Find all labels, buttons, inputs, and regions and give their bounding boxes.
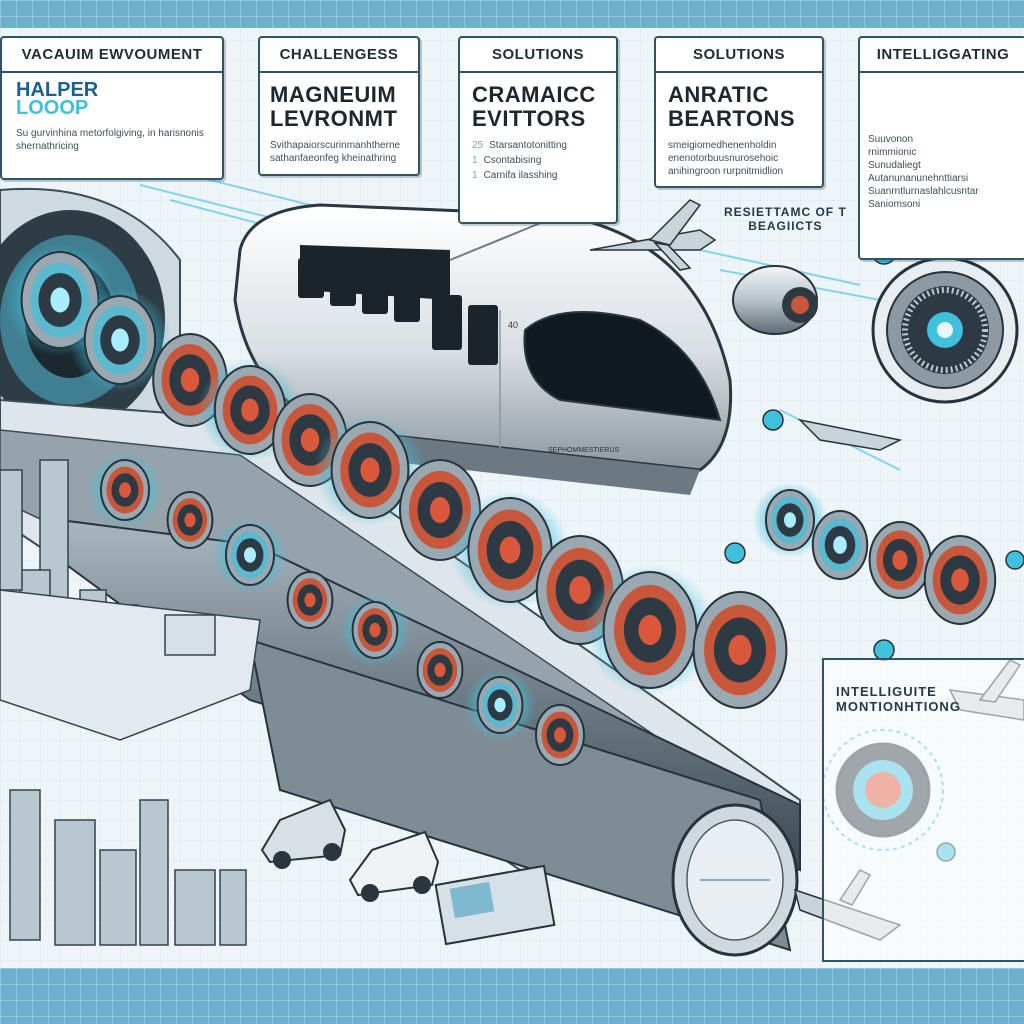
train-number: 40 [508, 320, 518, 330]
bullet-text: Csontabising [483, 155, 542, 166]
panel-heading: SOLUTIONS [460, 38, 616, 73]
panel-body-line: Suuvonon rnimmionic [868, 134, 917, 158]
bearing-ring [314, 414, 426, 526]
bullet-number: 1 [472, 170, 478, 181]
panel-solutions-bearings: SOLUTIONS ANRATIC BEARTONS smeigiomedhen… [654, 36, 824, 188]
bearing-ring [811, 510, 869, 580]
bearing-ring [464, 669, 536, 741]
panel-title-line1: MAGNEUIM [270, 82, 397, 107]
bullet-number: 1 [472, 155, 478, 166]
bearing-ring [68, 288, 172, 392]
bearing-ring [286, 571, 334, 629]
logo-text-line2: LOOOP [16, 97, 89, 119]
monitoring-panel: INTELLIGUITE MONTIONHTIONG [822, 658, 1024, 962]
panel-challenges: CHALLENGESS MAGNEUIM LEVRONMT Svithapaio… [258, 36, 420, 176]
train-plate: SEPHOMMESTIERUS [548, 447, 620, 454]
bearing-ring [923, 535, 997, 625]
ground-vehicles [260, 798, 556, 946]
bullet-text: Carnifa ilasshing [483, 170, 558, 181]
panel-title-line1: ANRATIC [668, 82, 769, 107]
monitoring-label: INTELLIGUITE MONTIONHTIONG [836, 684, 961, 714]
panel-title-line1: CRAMAICC [472, 82, 596, 107]
monitoring-label-line2: MONTIONHTIONG [836, 699, 961, 714]
jet-engine [732, 265, 818, 335]
resistance-label: RESIETTAMC OF T BEAGIICTS [724, 205, 847, 233]
bearing-ring [416, 641, 464, 699]
logo-text-line1: HALPER [16, 79, 99, 101]
panel-vacuum-environment: VACAUIM EWVOUMENT HALPER LOOOP Su gurvin… [0, 36, 224, 180]
right-large-bearing [871, 256, 1019, 404]
bullet-item: 1 Carnifa ilasshing [472, 169, 604, 182]
bearing-ring [692, 591, 788, 709]
bearing-ring [87, 452, 163, 528]
panel-title-line2: EVITTORS [472, 106, 586, 131]
vacuum-tube-section [248, 638, 799, 957]
bullet-text: Starsantotonitting [489, 140, 567, 151]
panel-body-line: Sunudaliegt [868, 160, 921, 171]
monitoring-label-line1: INTELLIGUITE [836, 684, 937, 699]
panel-heading: INTELLIGGATING [860, 38, 1024, 73]
bullet-number: 25 [472, 140, 484, 151]
panel-body-line: Saniomsoni [868, 199, 921, 210]
bearing-ring [166, 491, 214, 549]
bullet-item: 1 Csontabising [472, 154, 604, 167]
panel-solutions-ceramic: SOLUTIONS CRAMAICC EVITTORS 25 Starsantot… [458, 36, 618, 224]
resistance-label-line2: BEAGIICTS [748, 219, 823, 233]
panel-body: Svithapaiorscurinmanhtherne sathanfaeonf… [270, 140, 401, 164]
panel-body-line: Autanunanunehnttiarsi [868, 173, 969, 184]
panel-body: Su gurvinhina metorfolgiving, in harisno… [16, 128, 204, 152]
panel-title-line2: LEVRONMT [270, 106, 398, 131]
exploded-bearings [4, 244, 788, 766]
bullet-item: 25 Starsantotonitting [472, 139, 604, 152]
panel-heading: VACAUIM EWVOUMENT [2, 38, 222, 73]
city-skyline [0, 459, 261, 946]
bearing-ring [752, 482, 828, 558]
bearing-ring [868, 521, 932, 599]
panel-heading: CHALLENGESS [260, 38, 418, 73]
maglev-train [233, 203, 733, 495]
panel-title-line2: BEARTONS [668, 106, 796, 131]
right-bearing-chain [752, 482, 997, 625]
panel-body-line: Suanrntlurnaslahlcusntar [868, 186, 979, 197]
bearing-ring [535, 704, 585, 766]
bearing-ring [339, 594, 411, 666]
bearing-ring [212, 517, 288, 593]
panel-intelligating: INTELLIGGATING Suuvonon rnimmionic Sunud… [858, 36, 1024, 260]
bottom-grid-band [0, 968, 1024, 1024]
bearing-ring [584, 564, 716, 696]
panel-body: smeigiomedhenenholdin enenotorbuusnurose… [668, 140, 784, 177]
panel-heading: SOLUTIONS [656, 38, 822, 73]
top-grid-band [0, 0, 1024, 28]
resistance-label-line1: RESIETTAMC OF T [724, 205, 847, 219]
